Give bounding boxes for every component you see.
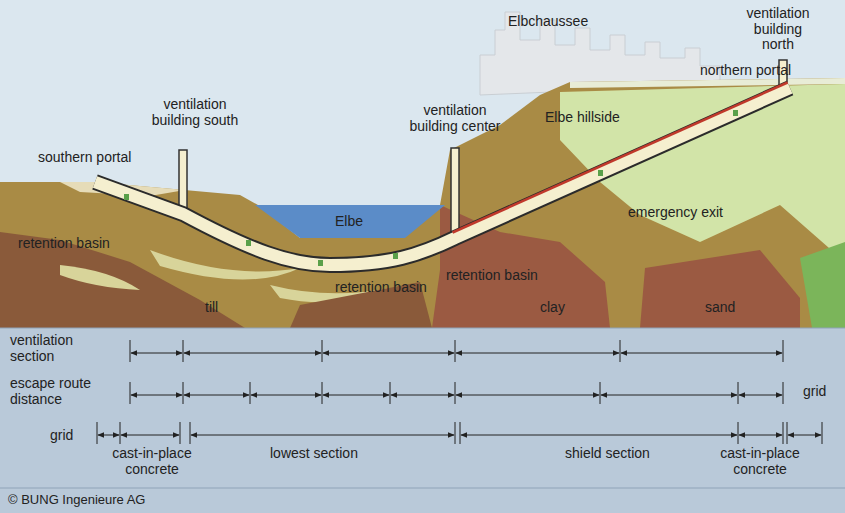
dimension-label: grid (803, 384, 826, 400)
dimension-tick (190, 422, 191, 444)
dimension-ticks (130, 382, 783, 404)
site-label: Elbe hillside (545, 110, 620, 126)
dimension-tick (460, 422, 461, 444)
dimension-tick (783, 382, 784, 404)
ventilation-shaft (179, 150, 187, 212)
vegetation-strip (800, 242, 845, 328)
dimension-row (131, 395, 782, 396)
site-label: clay (540, 300, 565, 316)
dimension-tick (455, 340, 456, 362)
site-label: till (205, 300, 218, 316)
dimension-line (184, 353, 321, 354)
dimension-line (121, 435, 179, 436)
sky (0, 0, 845, 328)
dimension-tick (787, 422, 788, 444)
dimension-tick (97, 422, 98, 444)
dimension-line (184, 395, 249, 396)
tunnel-outline (95, 88, 790, 265)
dimension-tick (130, 382, 131, 404)
site-label: Elbchaussee (508, 14, 588, 30)
till-layer (0, 232, 245, 328)
dimension-tick (822, 422, 823, 444)
dimension-label: grid (50, 428, 73, 444)
site-label: southern portal (38, 150, 131, 166)
dimension-line (191, 435, 454, 436)
dimension-line (131, 353, 182, 354)
dimension-tick (120, 422, 121, 444)
exit-mark (124, 194, 129, 200)
site-label: retention basin (335, 280, 427, 296)
dimension-tick (455, 422, 456, 444)
site-label: ventilation building south (145, 97, 245, 128)
dimension-ticks (97, 422, 822, 444)
dimension-tick (783, 422, 784, 444)
dimension-row (98, 435, 821, 436)
dimension-row (131, 353, 782, 354)
dimension-tick (783, 340, 784, 362)
dimension-tick (738, 382, 739, 404)
dimension-tick (322, 340, 323, 362)
ventilation-shaft (451, 148, 459, 236)
dimension-ticks (130, 340, 783, 362)
dimension-tick (390, 382, 391, 404)
dimension-line (251, 395, 321, 396)
dimension-line (788, 435, 821, 436)
dimension-line (621, 353, 782, 354)
tunnel-tube (95, 88, 790, 265)
copyright-note: © BUNG Ingenieure AG (8, 493, 145, 508)
exit-mark (246, 240, 251, 246)
dimension-tick (183, 382, 184, 404)
band-border (0, 328, 845, 329)
dimension-line (98, 435, 119, 436)
dimension-tick (738, 422, 739, 444)
dimension-line (323, 353, 454, 354)
site-label: retention basin (446, 268, 538, 284)
dimension-tick (250, 382, 251, 404)
site-label: retention basin (18, 236, 110, 252)
band-divider (0, 488, 845, 489)
dimension-tick (455, 382, 456, 404)
site-label: sand (705, 300, 735, 316)
dimension-label: escape route distance (10, 376, 115, 407)
dimension-label: lowest section (270, 446, 358, 462)
dimension-line (739, 395, 782, 396)
site-label: ventilation building north (741, 6, 815, 53)
exit-mark (393, 253, 398, 259)
exit-mark (733, 110, 738, 116)
dimension-band (0, 328, 845, 513)
site-label: Elbe (335, 214, 363, 230)
dimension-label: shield section (565, 446, 650, 462)
dimension-label: ventilation section (10, 333, 95, 364)
ground (0, 78, 845, 328)
dimension-tick (183, 340, 184, 362)
dimension-label: cast-in-place concrete (100, 446, 204, 477)
dimension-line (601, 395, 737, 396)
dimension-label: cast-in-place concrete (708, 446, 812, 477)
dimension-line (461, 435, 737, 436)
clay-layer (640, 250, 800, 328)
dimension-line (456, 395, 599, 396)
site-label: northern portal (700, 63, 791, 79)
dimension-line (391, 395, 454, 396)
exit-mark (598, 170, 603, 176)
river-elbe (255, 205, 445, 238)
dimension-tick (600, 382, 601, 404)
exit-mark (318, 260, 323, 266)
dimension-tick (180, 422, 181, 444)
dimension-line (323, 395, 389, 396)
sand-lens (60, 265, 140, 290)
site-label: emergency exit (628, 205, 723, 221)
shield-lining (453, 83, 788, 233)
dimension-line (131, 395, 182, 396)
dimension-tick (130, 340, 131, 362)
dimension-tick (620, 340, 621, 362)
dimension-line (739, 435, 782, 436)
dimension-line (456, 353, 619, 354)
dimension-lines (97, 340, 822, 444)
dimension-tick (322, 382, 323, 404)
site-label: ventilation building center (400, 103, 510, 134)
